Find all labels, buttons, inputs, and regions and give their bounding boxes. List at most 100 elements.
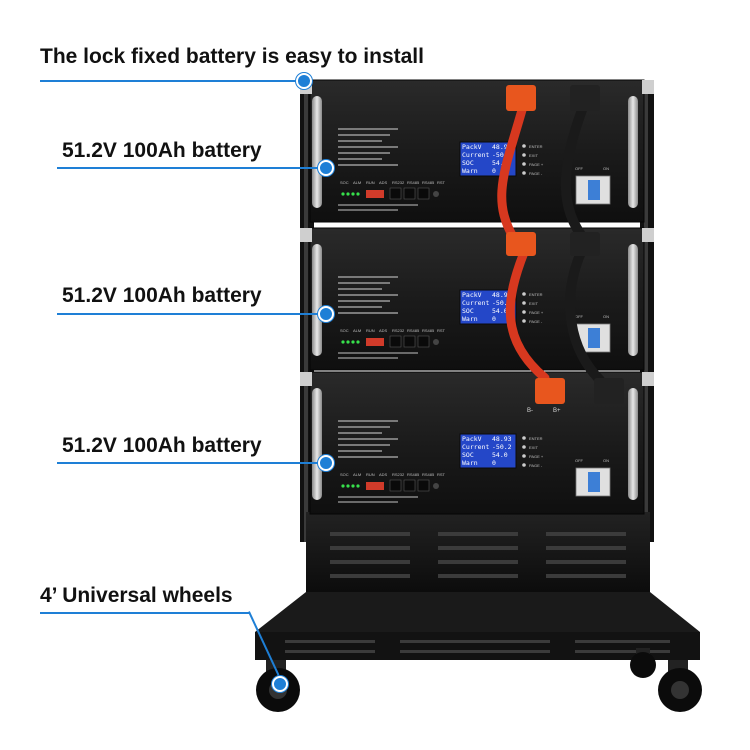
lcd-row-label: PackV <box>462 291 482 299</box>
switch-on-label: ON <box>603 314 609 319</box>
indicator-label: ADS <box>379 180 388 185</box>
status-led <box>346 192 350 196</box>
indicator-label: RUN <box>366 328 375 333</box>
lcd-row-label: SOC <box>462 451 474 459</box>
panel-button[interactable] <box>522 454 526 458</box>
panel-button[interactable] <box>522 463 526 467</box>
switch-off-label: OFF <box>575 166 584 171</box>
panel-button[interactable] <box>522 301 526 305</box>
spec-label-line <box>338 288 382 290</box>
reset-button[interactable] <box>433 483 439 489</box>
lcd-row-label: SOC <box>462 307 474 315</box>
port-label: RS232 <box>392 472 405 477</box>
status-led <box>356 484 360 488</box>
indicator-label: RUN <box>366 180 375 185</box>
callout-line <box>40 80 303 82</box>
right-handle <box>628 244 638 356</box>
breaker-toggle[interactable] <box>588 472 600 492</box>
indicator-label: ALM <box>353 472 361 477</box>
spec-label-line <box>338 294 398 296</box>
port-label: RS485 <box>422 472 435 477</box>
warning-label-line <box>338 357 398 359</box>
comm-port[interactable] <box>403 335 416 348</box>
comm-port[interactable] <box>417 479 430 492</box>
indicator-label: ALM <box>353 180 361 185</box>
indicator-label: SOC <box>340 472 349 477</box>
spec-label-line <box>338 426 390 428</box>
port-label: RS232 <box>392 180 405 185</box>
panel-button[interactable] <box>522 144 526 148</box>
port-label: RS232 <box>392 328 405 333</box>
dip-switch[interactable] <box>366 482 384 490</box>
callout-dot <box>318 306 334 322</box>
panel-button-label: PAGE - <box>529 319 543 324</box>
spec-label-line <box>338 456 398 458</box>
comm-port[interactable] <box>389 335 402 348</box>
panel-button[interactable] <box>522 162 526 166</box>
port-label: RS485 <box>407 328 420 333</box>
status-led <box>356 192 360 196</box>
panel-button[interactable] <box>522 153 526 157</box>
status-led <box>351 484 355 488</box>
panel-button[interactable] <box>522 171 526 175</box>
spec-label-line <box>338 158 382 160</box>
left-handle <box>312 244 322 356</box>
panel-button-label: PAGE + <box>529 454 544 459</box>
comm-port[interactable] <box>403 187 416 200</box>
indicator-label: RUN <box>366 472 375 477</box>
spec-label-line <box>338 282 390 284</box>
panel-button[interactable] <box>522 445 526 449</box>
comm-port[interactable] <box>389 187 402 200</box>
comm-port[interactable] <box>417 335 430 348</box>
spec-label-line <box>338 140 382 142</box>
lcd-row-label: PackV <box>462 143 482 151</box>
terminal-neg-label: B- <box>527 408 533 414</box>
lcd-row-label: SOC <box>462 159 474 167</box>
status-led <box>351 340 355 344</box>
panel-button-label: ENTER <box>529 144 543 149</box>
right-handle <box>628 388 638 500</box>
spec-label-line <box>338 306 382 308</box>
spec-label-line <box>338 444 390 446</box>
panel-button[interactable] <box>522 310 526 314</box>
switch-off-label: OFF <box>575 458 584 463</box>
callout-lock-fixed: The lock fixed battery is easy to instal… <box>40 45 424 68</box>
status-led <box>356 340 360 344</box>
reset-button[interactable] <box>433 191 439 197</box>
lcd-screen <box>459 433 517 469</box>
warning-label-line <box>338 209 398 211</box>
port-label: RS485 <box>407 472 420 477</box>
spec-label-line <box>338 312 398 314</box>
spec-label-line <box>338 276 398 278</box>
port-label: RST <box>437 472 446 477</box>
panel-button[interactable] <box>522 319 526 323</box>
comm-port[interactable] <box>389 479 402 492</box>
spec-label-line <box>338 420 398 422</box>
comm-port[interactable] <box>403 479 416 492</box>
panel-button-label: ENTER <box>529 292 543 297</box>
callout-line <box>57 462 323 464</box>
panel-button[interactable] <box>522 436 526 440</box>
breaker-toggle[interactable] <box>588 180 600 200</box>
spec-label-line <box>338 438 398 440</box>
panel-button[interactable] <box>522 292 526 296</box>
port-label: RS485 <box>422 180 435 185</box>
right-handle <box>628 96 638 208</box>
panel-button-label: PAGE - <box>529 171 543 176</box>
comm-port[interactable] <box>417 187 430 200</box>
callout-battery-3: 51.2V 100Ah battery <box>62 434 262 457</box>
callout-dot <box>296 73 312 89</box>
lock-bracket <box>642 372 654 386</box>
status-led <box>341 484 345 488</box>
breaker-toggle[interactable] <box>588 328 600 348</box>
spec-label-line <box>338 432 382 434</box>
callout-line <box>57 167 323 169</box>
dip-switch[interactable] <box>366 338 384 346</box>
reset-button[interactable] <box>433 339 439 345</box>
dip-switch[interactable] <box>366 190 384 198</box>
lcd-row-label: Warn <box>462 315 478 323</box>
